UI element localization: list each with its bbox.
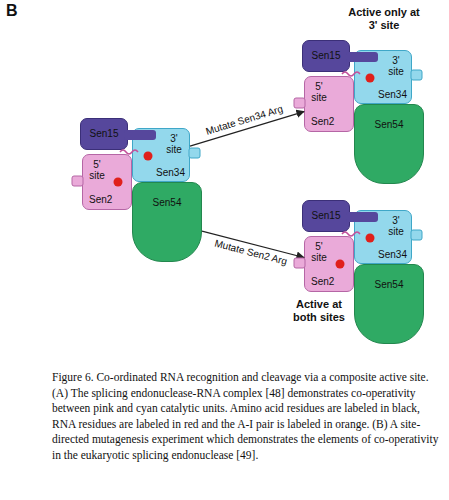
subunit-name: Sen34: [378, 249, 407, 260]
sen15-subunit: Sen15: [80, 118, 128, 150]
site-label: 3' site: [386, 215, 406, 237]
subunit-name: Sen54: [133, 197, 201, 208]
figure-caption: Figure 6. Co-ordinated RNA recognition a…: [52, 370, 444, 463]
sen15-subunit: Sen15: [302, 40, 350, 72]
subunit-name: Sen2: [311, 116, 334, 127]
subunit-name: Sen34: [156, 167, 185, 178]
subunit-name: Sen54: [355, 119, 423, 130]
outcome-label: Active only at 3' site: [348, 6, 420, 32]
sen2-subunit: 5' siteSen2: [82, 154, 132, 210]
sen2-subunit: 5' siteSen2: [304, 236, 354, 292]
sen34-subunit: 3' siteSen34: [354, 50, 412, 104]
sen34-subunit: 3' siteSen34: [354, 210, 412, 264]
subunit-name: Sen54: [355, 279, 423, 290]
site-label: 5' site: [309, 241, 329, 263]
subunit-name: Sen34: [378, 89, 407, 100]
sen2-subunit: 5' siteSen2: [304, 76, 354, 132]
site-label: 3' site: [164, 133, 184, 155]
subunit-name: Sen15: [303, 210, 349, 221]
sen54-subunit: Sen54: [354, 264, 424, 344]
site-label: 5' site: [309, 81, 329, 103]
site-label: 3' site: [386, 55, 406, 77]
subunit-name: Sen15: [303, 50, 349, 61]
arrow-label: Mutate Sen2 Arg: [213, 238, 288, 268]
sen54-subunit: Sen54: [132, 182, 202, 262]
sen54-subunit: Sen54: [354, 104, 424, 184]
sen34-subunit: 3' siteSen34: [132, 128, 190, 182]
sen15-subunit: Sen15: [302, 200, 350, 232]
subunit-name: Sen2: [311, 276, 334, 287]
outcome-label: Active at both sites: [286, 298, 352, 324]
subunit-name: Sen2: [89, 194, 112, 205]
subunit-name: Sen15: [81, 128, 127, 139]
panel-letter: B: [6, 2, 18, 20]
arrow-label: Mutate Sen34 Arg: [204, 103, 284, 138]
site-label: 5' site: [87, 159, 107, 181]
